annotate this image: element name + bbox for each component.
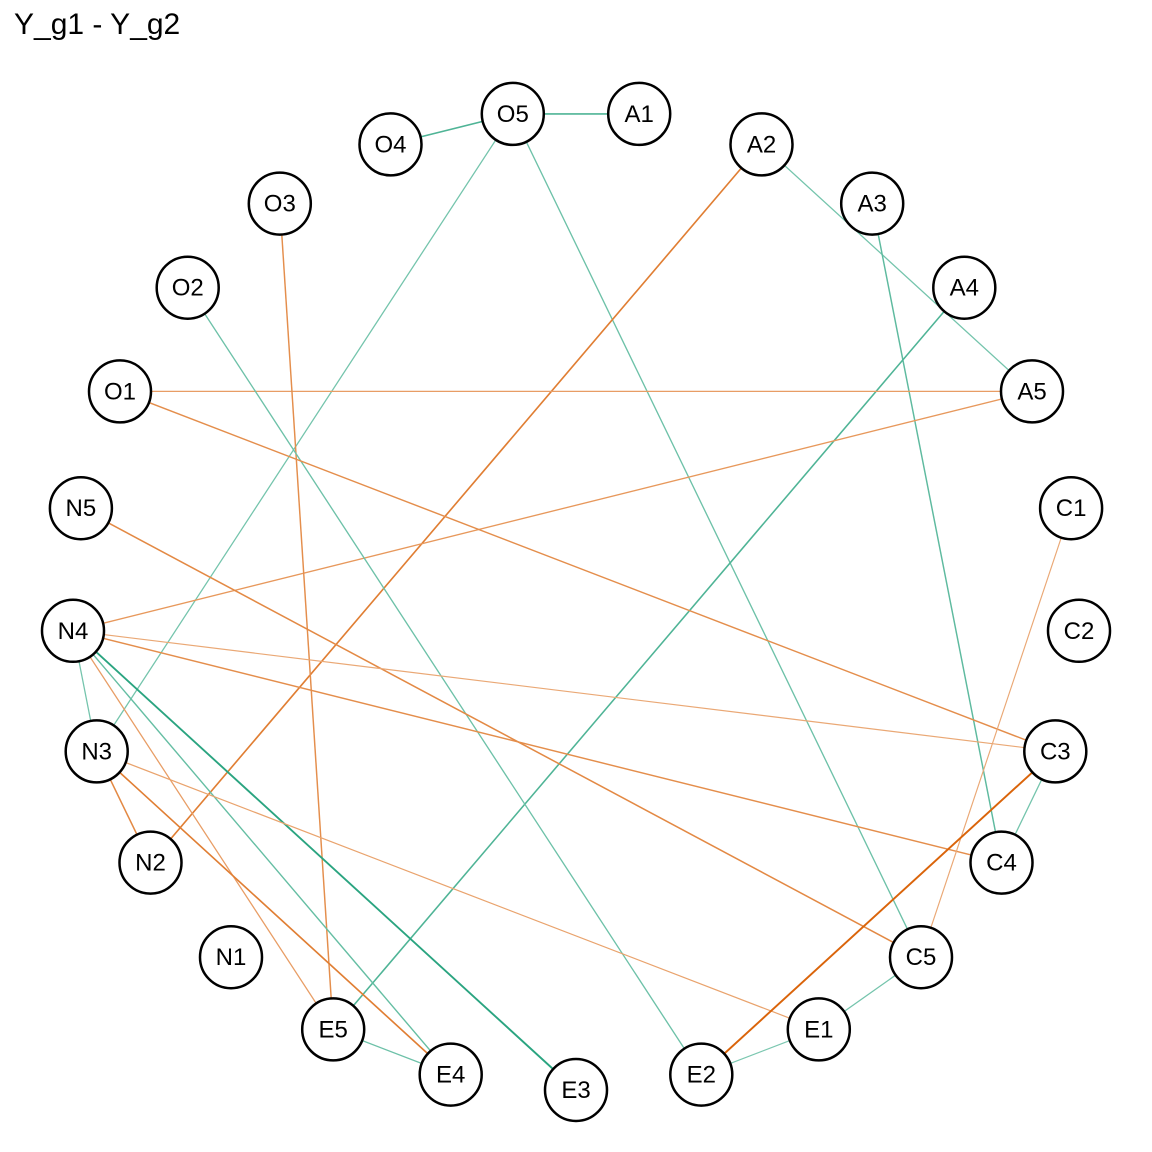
- node-label: N1: [216, 944, 247, 971]
- node-c2: C2: [1046, 598, 1112, 664]
- edge-n4-e4: [72, 630, 452, 1076]
- node-n1: N1: [198, 924, 264, 990]
- edge-a5-n4: [72, 390, 1033, 632]
- node-circle: [480, 81, 546, 147]
- node-a3: A3: [839, 171, 905, 236]
- edge-c1-c5: [920, 508, 1072, 958]
- node-circle: [669, 1042, 734, 1107]
- node-label: N3: [81, 738, 112, 765]
- node-label: A1: [625, 101, 654, 128]
- node-circle: [932, 255, 997, 320]
- node-o4: O4: [358, 112, 423, 177]
- edge-a3-c4: [871, 203, 1003, 863]
- node-c5: C5: [888, 924, 954, 990]
- node-circle: [48, 475, 114, 541]
- edge-a4-e5: [332, 287, 965, 1030]
- edge-a2-a5: [761, 143, 1033, 392]
- node-circle: [999, 359, 1065, 424]
- node-circle: [87, 359, 153, 424]
- node-circle: [155, 255, 220, 320]
- edge-n4-c3: [72, 630, 1056, 752]
- graph-title: Y_g1 - Y_g2: [14, 8, 181, 41]
- node-o5: O5: [480, 81, 546, 147]
- node-label: E3: [561, 1077, 590, 1104]
- node-a5: A5: [999, 359, 1065, 424]
- edge-n5-c5: [80, 507, 922, 958]
- node-label: O3: [264, 191, 296, 218]
- node-label: O1: [104, 378, 136, 405]
- node-c3: C3: [1023, 719, 1088, 784]
- node-e3: E3: [543, 1057, 609, 1123]
- node-circle: [64, 719, 129, 784]
- node-n5: N5: [48, 475, 114, 541]
- node-label: A5: [1017, 378, 1046, 405]
- node-circle: [606, 81, 672, 147]
- node-label: O4: [374, 131, 406, 158]
- node-label: O2: [172, 275, 204, 302]
- edge-c3-e2: [700, 750, 1056, 1076]
- node-circle: [888, 924, 954, 990]
- node-circle: [1023, 719, 1088, 784]
- node-label: E5: [319, 1016, 348, 1043]
- node-circle: [1046, 598, 1112, 664]
- edge-o1-c3: [119, 390, 1056, 753]
- node-n2: N2: [118, 830, 183, 895]
- node-label: A4: [950, 275, 979, 302]
- node-label: E2: [687, 1062, 716, 1089]
- node-circle: [969, 830, 1034, 895]
- node-label: C3: [1040, 738, 1071, 765]
- node-c4: C4: [969, 830, 1034, 895]
- edge-o3-e5: [279, 203, 334, 1030]
- node-n4: N4: [40, 598, 106, 664]
- node-o3: O3: [247, 171, 313, 236]
- node-circle: [418, 1042, 483, 1107]
- node-label: C4: [986, 850, 1017, 877]
- edge-n4-c4: [72, 630, 1002, 864]
- node-e5: E5: [300, 997, 366, 1062]
- node-label: N4: [58, 618, 89, 645]
- edge-n4-e3: [72, 630, 577, 1091]
- edge-layer: [72, 113, 1072, 1091]
- edge-o5-n3: [96, 113, 514, 752]
- node-label: N5: [66, 495, 97, 522]
- node-circle: [1038, 475, 1104, 541]
- node-circle: [358, 112, 423, 177]
- node-o1: O1: [87, 359, 153, 424]
- node-label: A2: [747, 131, 776, 158]
- node-circle: [247, 171, 313, 236]
- node-a2: A2: [729, 112, 794, 177]
- edge-n3-e1: [96, 750, 820, 1030]
- node-label: C2: [1064, 618, 1095, 645]
- node-a1: A1: [606, 81, 672, 147]
- node-circle: [300, 997, 366, 1062]
- node-a4: A4: [932, 255, 997, 320]
- node-e4: E4: [418, 1042, 483, 1107]
- node-n3: N3: [64, 719, 129, 784]
- node-label: A3: [858, 191, 887, 218]
- node-e1: E1: [786, 997, 852, 1062]
- node-circle: [729, 112, 794, 177]
- node-label: E4: [436, 1062, 465, 1089]
- edge-o5-c5: [512, 113, 922, 958]
- node-label: C5: [906, 944, 937, 971]
- node-label: O5: [497, 101, 529, 128]
- edge-n3-e4: [96, 750, 452, 1076]
- node-c1: C1: [1038, 475, 1104, 541]
- edge-n4-e5: [72, 630, 334, 1030]
- node-label: C1: [1056, 495, 1087, 522]
- node-circle: [198, 924, 264, 990]
- node-circle: [543, 1057, 609, 1123]
- node-circle: [118, 830, 183, 895]
- node-circle: [786, 997, 852, 1062]
- edge-a2-n2: [149, 143, 763, 864]
- node-o2: O2: [155, 255, 220, 320]
- edge-o2-e2: [187, 287, 702, 1075]
- node-label: N2: [135, 850, 166, 877]
- node-circle: [40, 598, 106, 664]
- node-e2: E2: [669, 1042, 734, 1107]
- node-label: E1: [804, 1016, 833, 1043]
- node-circle: [839, 171, 905, 236]
